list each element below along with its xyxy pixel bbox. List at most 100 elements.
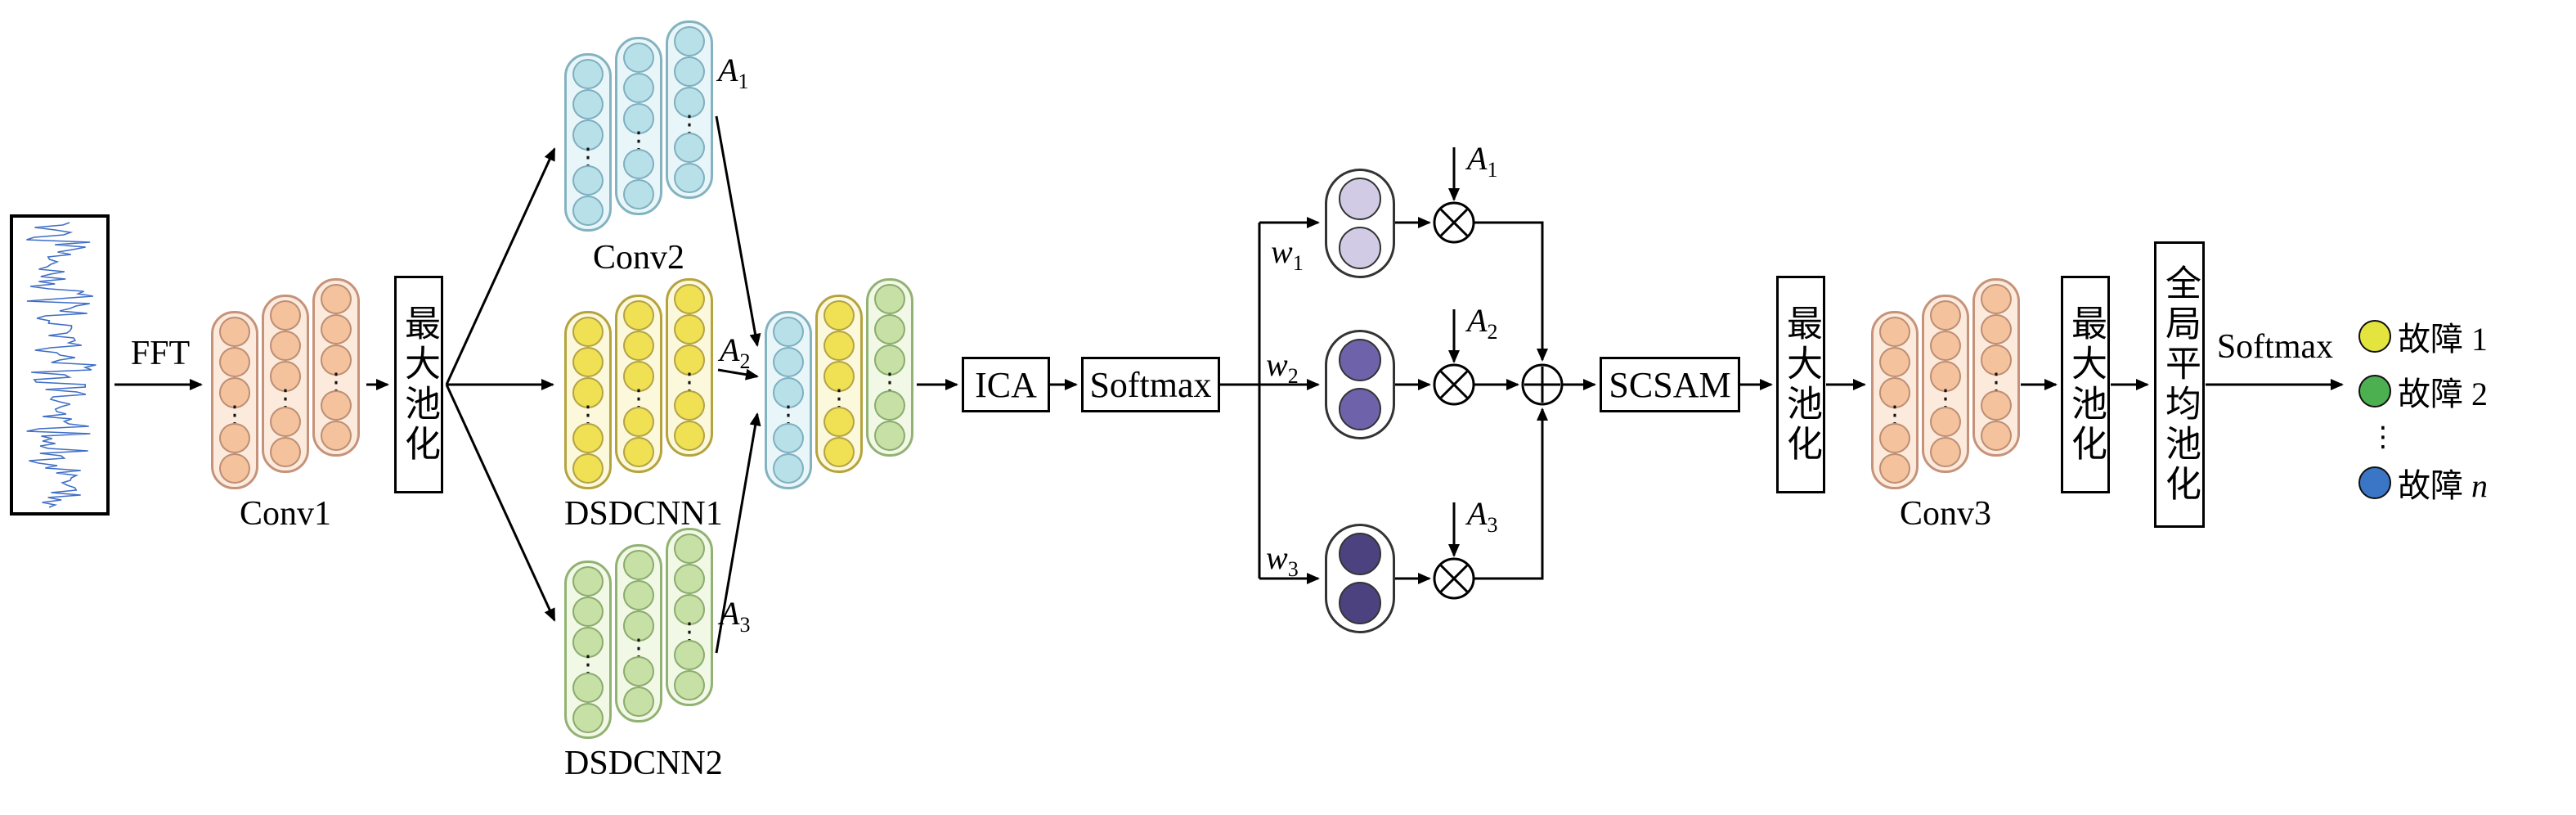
neuron-circle [321,344,352,376]
fault-class-circle [2358,375,2391,408]
feature-map-column: ⋮ [615,295,662,473]
multiply-node-1 [1433,201,1475,244]
conv2-label: Conv2 [592,239,684,277]
operator-nodes [1433,201,1564,600]
a2-sub: 2 [739,349,751,373]
attention-input-a2-label: A2 [1467,301,1497,344]
dsdcnn2-label: DSDCNN2 [564,745,723,782]
dsdcnn1-stack: ⋮⋮⋮ [564,278,713,489]
arrow-conv2-to-concat [715,115,761,347]
attention-input-a1-label: A1 [1467,139,1497,182]
global-avg-pool-box: 全局平均池化 [2154,241,2205,528]
w3-sub: 3 [1287,557,1299,581]
softmax-text: Softmax [1089,364,1212,405]
neuron-circle [270,436,301,468]
neuron-circle [572,597,604,628]
neuron-circle [623,73,654,104]
neuron-circle [874,344,905,376]
neuron-circle [674,534,705,565]
neuron-circle [824,331,855,362]
weight-capsule-2 [1325,330,1395,439]
neuron-circle [1981,314,2012,345]
neuron-circle [270,406,301,437]
weight-circle [1339,178,1381,220]
conv3-stack: ⋮⋮⋮ [1871,278,2020,489]
neuron-circle [824,436,855,468]
da1-base: A [1467,140,1488,177]
neuron-circle [623,148,654,179]
softmax-box: Softmax [1081,357,1220,412]
feature-map-column: ⋮ [564,311,612,489]
neuron-circle [219,317,250,348]
da3-sub: 3 [1487,513,1498,537]
neuron-circle [572,317,604,348]
feature-map-column: ⋮ [211,311,258,489]
neuron-circle [623,331,654,362]
neuron-circle [623,655,654,687]
feature-map-column: ⋮ [666,20,713,199]
ica-box: ICA [962,357,1050,412]
neuron-circle [572,119,604,151]
feature-map-column: ⋮ [666,278,713,457]
fault-class-circle [2358,320,2391,353]
add-node [1521,363,1564,406]
w1-sub: 1 [1292,251,1304,275]
neuron-circle [572,627,604,658]
w2-sub: 2 [1287,364,1299,388]
w3-base: w [1266,539,1288,576]
neuron-circle [874,420,905,452]
weight-circle [1339,533,1381,575]
da3-base: A [1467,495,1488,532]
neuron-circle [1981,389,2012,421]
attention-a3-label: A3 [720,594,750,637]
neuron-circle [674,564,705,595]
neuron-circle [1879,347,1910,378]
neuron-circle [674,284,705,315]
neuron-circle [321,389,352,421]
arrow-pool-to-dsdcnn2 [445,384,556,622]
feature-map-column: ⋮ [815,295,863,473]
ellipsis-dots: ⋮ [576,142,600,172]
da2-sub: 2 [1487,320,1498,344]
a1-base: A [718,52,738,88]
multiply-node-3 [1433,557,1475,600]
neuron-circle [674,132,705,163]
neuron-circle [674,314,705,345]
neuron-circle [773,347,804,378]
neuron-circle [674,162,705,194]
neuron-circle [773,377,804,408]
conv3-label: Conv3 [1899,495,1991,533]
weight-w2-label: w2 [1266,345,1299,389]
neuron-circle [1981,284,2012,315]
vibration-waveform [26,222,96,508]
ellipsis-dots: ⋮ [576,650,600,679]
neuron-circle [773,422,804,453]
waveform-trace [26,222,96,508]
ellipsis-dots: ⋮ [677,367,702,397]
ica-text: ICA [975,364,1037,405]
neuron-circle [623,178,654,210]
neuron-circle [1930,406,1961,437]
dsdcnn2-stack: ⋮⋮⋮ [564,528,713,739]
neuron-circle [674,594,705,625]
neuron-circle [824,406,855,437]
neuron-circle [572,195,604,227]
neuron-circle [674,420,705,452]
max-pool-box-3: 最大池化 [2061,276,2110,493]
fault-class-variable: n [2471,467,2488,504]
scsam-text: SCSAM [1609,364,1731,405]
conv1-label: Conv1 [239,495,331,533]
global-avg-pool-text: 全局平均池化 [2160,264,2200,505]
ellipsis-dots: ⋮ [1883,400,1907,430]
neuron-circle [321,420,352,452]
neuron-circle [623,610,654,642]
feature-map-column: ⋮ [312,278,360,457]
neuron-circle [674,389,705,421]
neuron-circle [1879,453,1910,484]
feature-map-column: ⋮ [666,528,713,706]
neuron-circle [674,26,705,57]
max-pool-text-2: 最大池化 [1781,304,1821,465]
weight-capsule-3 [1325,524,1395,633]
neuron-circle [874,284,905,315]
